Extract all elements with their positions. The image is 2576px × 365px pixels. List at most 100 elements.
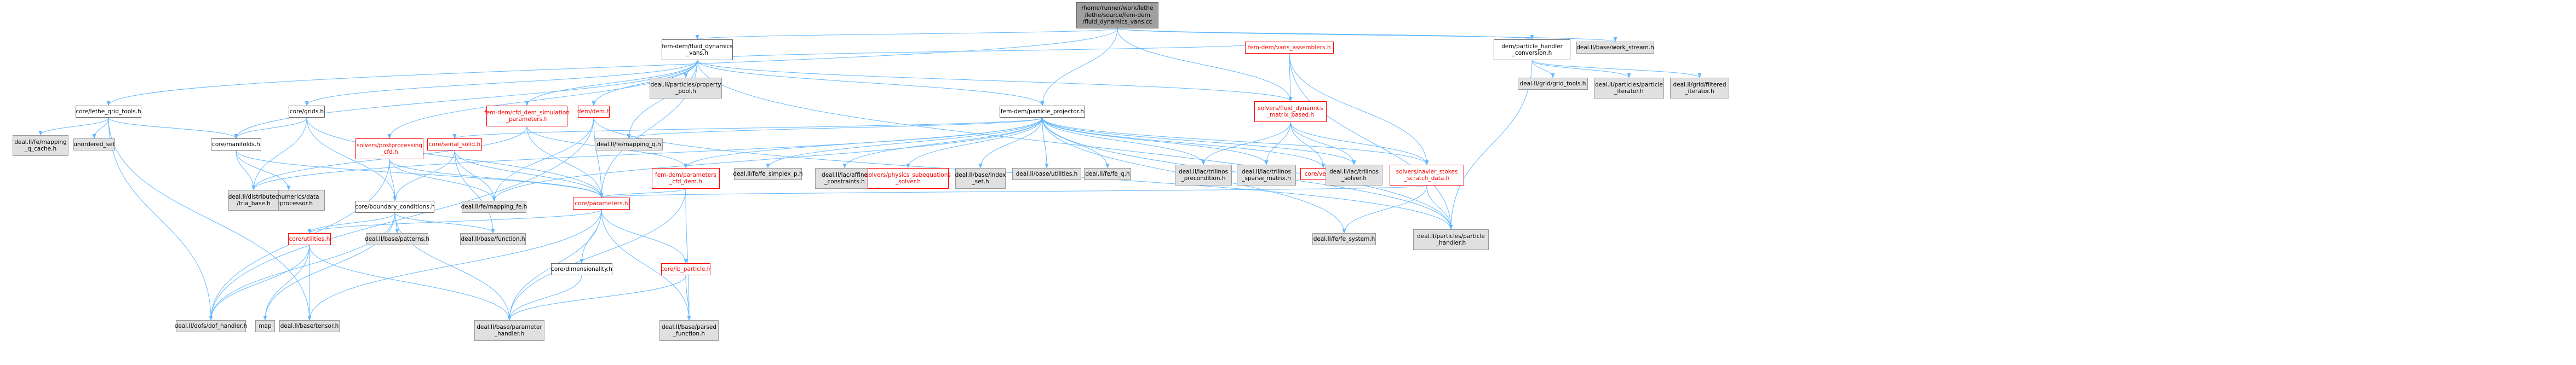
edge-fluid-matrix-to-ns-scratch (1290, 121, 1429, 165)
node-postprocessing[interactable]: solvers/postprocessing _cfd.h (355, 138, 423, 159)
edge-particle-proj-to-physics-sub (906, 117, 1043, 169)
node-work-stream[interactable]: deal.II/base/work_stream.h (1576, 42, 1654, 54)
node-serial-solid[interactable]: core/serial_solid.h (427, 138, 482, 150)
edge-manifolds-to-core-params (236, 150, 604, 198)
node-dof-handler[interactable]: deal.II/dofs/dof_handler.h (175, 320, 247, 332)
dependency-edges (38, 28, 1702, 321)
node-trilinos-prec[interactable]: deal.II/lac/trilinos _precondition.h (1175, 165, 1232, 186)
node-mapping-q-cache[interactable]: deal.II/fe/mapping _q_cache.h (13, 135, 68, 156)
edge-particle-proj-to-trilinos-prec (1042, 117, 1206, 165)
node-vans-asm[interactable]: fem-dem/vans_assemblers.h (1245, 42, 1334, 54)
edge-grids-to-dist-tria (251, 117, 307, 190)
node-map[interactable]: map (255, 320, 275, 332)
edge-grid-tools-to-mapping-q-cache (38, 117, 109, 136)
node-pp-conv[interactable]: dem/particle_handler _conversion.h (1494, 39, 1570, 60)
node-root[interactable]: /home/runner/work/lethe /lethe/source/fe… (1076, 2, 1158, 28)
node-utilities-base[interactable]: deal.II/base/utilities.h (1012, 168, 1081, 180)
edge-fd-vans-h-to-grids (305, 60, 698, 106)
node-base-patterns[interactable]: deal.II/base/patterns.h (365, 233, 429, 245)
node-core-params[interactable]: core/parameters.h (573, 198, 630, 210)
edge-fd-vans-h-to-postprocessing (387, 60, 698, 139)
edge-particle-proj-to-ns-scratch (1042, 117, 1429, 165)
edge-grid-tools-to-dof-handler (108, 117, 213, 321)
edge-core-params-to-core-utilities (307, 209, 602, 234)
edge-grids-to-manifolds (234, 117, 307, 139)
edge-particle-proj-to-mapping-q (627, 117, 1043, 139)
edge-dem-params-to-parsed-function (685, 188, 691, 321)
edge-root-to-fd-vans-h (696, 28, 1118, 40)
node-fe-system[interactable]: deal.II/fe/fe_system.h (1312, 233, 1376, 245)
node-mapping-fe[interactable]: deal.II/fe/mapping_fe.h (461, 201, 527, 213)
edge-particle-proj-to-fe-simplex (766, 117, 1043, 169)
node-dem-h[interactable]: dem/dem.h (577, 106, 610, 118)
node-base-function[interactable]: deal.II/base/function.h (460, 233, 526, 245)
edge-vans-asm-to-ns-scratch (1289, 53, 1429, 165)
node-dem-params[interactable]: fem-dem/parameters _cfd_dem.h (652, 168, 720, 189)
edge-core-params-to-ib-particle (601, 209, 688, 264)
edge-core-utilities-to-param-handler (309, 245, 512, 321)
node-part-iter[interactable]: deal.II/particles/particle _iterator.h (1594, 78, 1664, 99)
edge-ns-scratch-to-fe-system (1342, 185, 1427, 234)
edge-grid-tools-to-manifolds (108, 117, 238, 139)
node-parsed-function[interactable]: deal.II/base/parsed _function.h (659, 320, 719, 341)
edge-grids-to-core-params (306, 117, 604, 198)
node-fe-q[interactable]: deal.II/fe/fe_q.h (1084, 168, 1131, 180)
edge-fluid-matrix-to-trilinos-solver (1290, 121, 1356, 165)
node-unordered-set[interactable]: unordered_set (73, 138, 115, 150)
edge-boundary-cond-to-core-utilities (307, 212, 395, 234)
node-particle-handler[interactable]: deal.II/particles/particle _handler.h (1413, 229, 1489, 250)
edge-core-params-to-parsed-function (601, 209, 691, 321)
node-index-set[interactable]: deal.II/base/index _set.h (955, 168, 1006, 189)
edge-postprocessing-to-mapping-fe (389, 159, 496, 201)
node-param-handler[interactable]: deal.II/base/parameter _handler.h (474, 320, 544, 341)
node-filtered-iter[interactable]: deal.II/grid/filtered _iterator.h (1670, 78, 1729, 99)
edge-core-utilities-to-dof-handler (209, 245, 310, 321)
edge-fd-vans-h-to-cfd-dem-params (525, 60, 698, 106)
edge-particle-proj-to-utilities-base (1042, 117, 1049, 169)
node-grid-grid-tools[interactable]: deal.II/grid/grid_tools.h (1518, 78, 1588, 90)
edge-pp-conv-to-part-iter (1531, 60, 1631, 78)
node-fd-vans-h[interactable]: fem-dem/fluid_dynamics _vans.h (662, 39, 733, 60)
node-cfd-dem-params[interactable]: fem-dem/cfd_dem_simulation _parameters.h (484, 106, 570, 126)
edge-manifolds-to-numerics-pp (236, 150, 291, 190)
node-mapping-q[interactable]: deal.II/fe/mapping_q.h (595, 138, 663, 150)
edge-ib-particle-to-parsed-function (685, 275, 691, 321)
edge-fluid-matrix-to-trilinos-sparse (1264, 121, 1291, 165)
edge-dem-h-to-mapping-fe (492, 117, 594, 201)
node-core-utilities[interactable]: core/utilities.h (288, 233, 331, 245)
node-particle-proj[interactable]: fem-dem/particle_projector.h (1000, 106, 1085, 118)
edge-cfd-dem-params-to-core-params (526, 126, 604, 198)
edge-dem-params-to-param-handler (507, 188, 686, 321)
edge-particle-proj-to-index-set (978, 117, 1043, 169)
node-grid-tools[interactable]: core/lethe_grid_tools.h (76, 106, 141, 118)
node-physics-sub[interactable]: solvers/physics_subequations _solver.h (865, 168, 951, 189)
node-ib-particle[interactable]: core/ib_particle.h (661, 263, 710, 275)
edge-dimensionality-to-param-handler (507, 275, 582, 321)
edge-fluid-matrix-to-core-vector (1290, 121, 1326, 169)
node-fe-simplex[interactable]: deal.II/fe/fe_simplex_p.h (733, 168, 803, 180)
edge-ib-particle-to-param-handler (507, 275, 686, 321)
node-trilinos-solver[interactable]: deal.II/lac/trilinos _solver.h (1326, 165, 1382, 186)
edge-serial-solid-to-boundary-cond (393, 150, 455, 201)
edge-particle-proj-to-dist-tria (251, 117, 1043, 190)
node-dist-tria[interactable]: deal.II/distributed /tria_base.h (228, 190, 279, 211)
node-grids[interactable]: core/grids.h (289, 106, 325, 118)
edge-serial-solid-to-mapping-fe (454, 150, 496, 201)
edge-root-to-fluid-matrix (1117, 28, 1293, 102)
node-boundary-cond[interactable]: core/boundary_conditions.h (355, 201, 435, 213)
edge-dem-h-to-core-params (593, 117, 604, 198)
node-dimensionality[interactable]: core/dimensionality.h (551, 263, 612, 275)
node-affine[interactable]: deal.II/lac/affine _constraints.h (815, 168, 874, 189)
edge-boundary-cond-to-map (263, 212, 395, 321)
edge-fd-vans-h-to-vans-asm (697, 41, 1291, 61)
node-tensor[interactable]: deal.II/base/tensor.h (279, 320, 340, 332)
node-fluid-matrix[interactable]: solvers/fluid_dynamics _matrix_based.h (1254, 101, 1327, 122)
edge-fd-vans-h-to-fluid-matrix (697, 60, 1293, 102)
edge-serial-solid-to-core-params (454, 150, 604, 198)
node-ns-scratch[interactable]: solvers/navier_stokes _scratch_data.h (1390, 165, 1464, 186)
node-manifolds[interactable]: core/manifolds.h (211, 138, 261, 150)
edge-dem-h-to-dof-handler (209, 117, 594, 321)
node-trilinos-sparse[interactable]: deal.II/lac/trilinos _sparse_matrix.h (1237, 165, 1296, 186)
node-part-prop-pool[interactable]: deal.II/particles/property _pool.h (650, 78, 722, 99)
edge-boundary-cond-to-param-handler (394, 212, 512, 321)
